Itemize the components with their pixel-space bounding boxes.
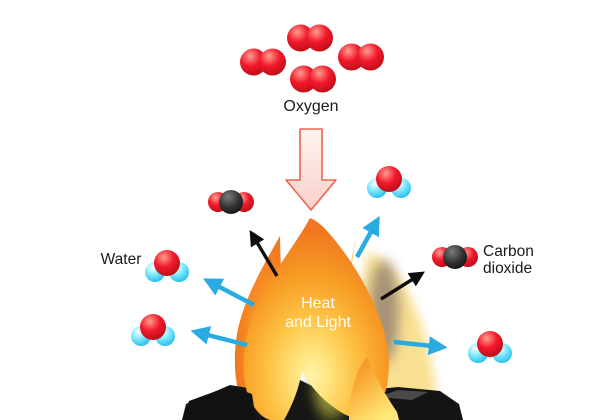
water-arrow-lower-left (190, 326, 248, 348)
flame-front-right-tongue (349, 357, 399, 420)
water-label: Water (101, 251, 142, 268)
oxygen-molecule (287, 24, 333, 52)
flame-main-tongue (243, 218, 389, 420)
oxygen-label: Oxygen (283, 98, 338, 115)
water-arrow-upper-right (355, 216, 380, 259)
charcoal-facet-highlight (378, 390, 428, 400)
water-arrow-lower-right (393, 336, 448, 356)
heat-light-label-line1: Heat (301, 295, 335, 312)
charcoal-front-left (182, 386, 256, 420)
co2-arrow-group (249, 229, 425, 301)
oxygen-input-arrow (285, 128, 337, 211)
water-arrow-group (190, 216, 448, 356)
water-arrow-upper-left (202, 278, 256, 307)
oxygen-molecule (338, 43, 384, 71)
co2-molecule (432, 245, 478, 269)
oxygen-molecule (290, 65, 336, 93)
co2-molecule (208, 190, 254, 214)
carbon-dioxide-label-line2: dioxide (483, 260, 532, 277)
co2-arrow-right (380, 271, 425, 301)
carbon-dioxide-label-line1: Carbon (483, 243, 534, 260)
co2-arrow-upper-left (249, 229, 279, 277)
oxygen-molecule (240, 48, 286, 76)
heat-light-label-line2: and Light (285, 314, 351, 331)
